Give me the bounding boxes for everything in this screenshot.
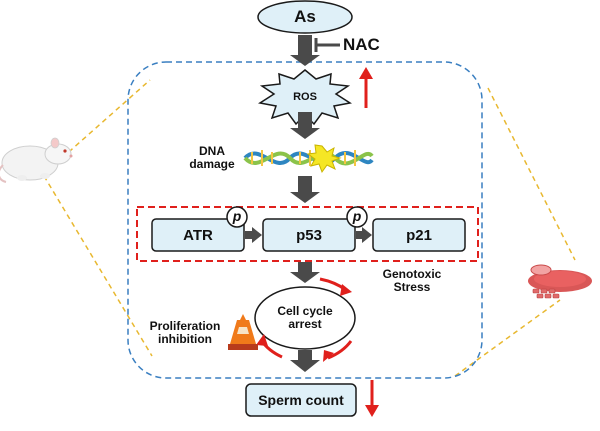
atr-phospho-label: p <box>232 208 242 224</box>
culture-connector-lines <box>454 87 576 377</box>
atr-p53-p21-group <box>136 206 479 262</box>
sperm-count-node <box>245 383 357 417</box>
genotoxic-line2: Stress <box>393 280 431 295</box>
proliferation-inhibition-label: Proliferation inhibition <box>140 319 230 347</box>
dna-damage-label: DNA damage <box>182 144 242 172</box>
nac-label: NAC <box>343 35 380 54</box>
sperm-decrease-arrow <box>365 380 379 417</box>
cell-cycle-label: Cell cycle arrest <box>260 304 350 332</box>
p53-phospho-label: p <box>352 208 362 224</box>
arrow-to-cell-cycle <box>290 262 320 283</box>
arrow-as-to-ros <box>290 35 320 66</box>
dna-break-burst <box>306 144 342 174</box>
atr-label: ATR <box>183 226 213 244</box>
rat-image <box>0 137 73 183</box>
cell-cycle-node <box>254 286 356 350</box>
p21-label: p21 <box>406 226 432 244</box>
prolif-line1: Proliferation <box>149 319 221 333</box>
prolif-line2: inhibition <box>158 332 212 347</box>
atr-node <box>151 218 245 252</box>
arrow-cell-cycle-to-sperm <box>290 350 320 372</box>
dna-damage-line1: DNA <box>199 144 225 158</box>
p53-phospho-circle <box>346 206 368 228</box>
as-label: As <box>294 7 316 26</box>
arrow-p53-to-p21 <box>356 227 372 243</box>
arrow-atr-to-p53 <box>245 227 262 243</box>
ros-label: ROS <box>293 91 317 103</box>
nac-inhibition-line <box>314 38 340 52</box>
genotoxic-stress-label: Genotoxic Stress <box>372 267 452 295</box>
genotoxic-line1: Genotoxic <box>382 267 442 281</box>
rat-connector-lines <box>43 79 153 357</box>
cell-cycle-line1: Cell cycle <box>277 304 333 318</box>
atr-phospho-circle <box>226 206 248 228</box>
arrow-dna-to-atr <box>290 176 320 203</box>
ros-increase-arrow <box>359 67 373 108</box>
blue-dashed-container <box>127 61 483 379</box>
p53-label: p53 <box>296 226 322 244</box>
cell-culture-dish-image <box>528 264 592 299</box>
dna-helix-image <box>243 144 374 174</box>
dna-damage-line2: damage <box>189 157 235 172</box>
cell-cycle-line2: arrest <box>288 317 322 332</box>
p21-node <box>372 218 466 252</box>
p53-node <box>262 218 356 252</box>
cell-cycle-arrowheads <box>256 284 352 362</box>
sperm-count-label: Sperm count <box>258 392 344 408</box>
as-node <box>257 0 353 34</box>
traffic-cone-icon <box>228 314 258 350</box>
arrow-ros-to-dna <box>290 112 320 139</box>
